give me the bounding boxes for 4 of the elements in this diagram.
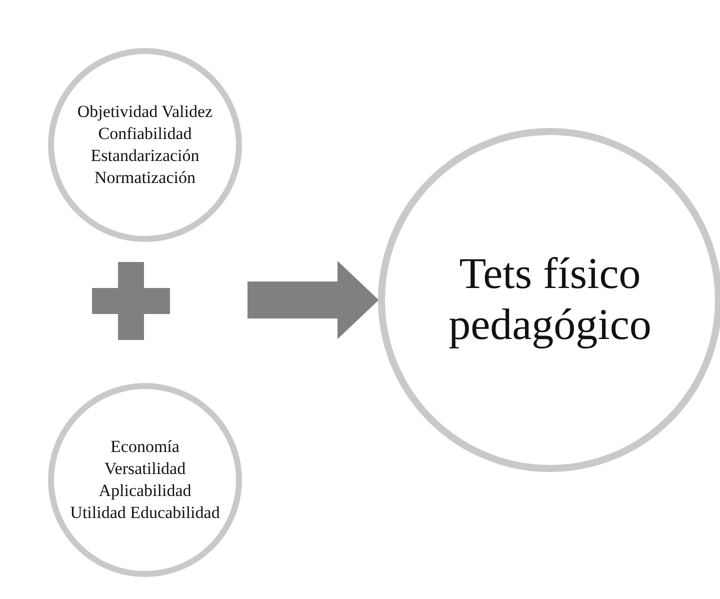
block-arrow xyxy=(248,260,379,340)
circle-text: Economía Versatilidad Aplicabilidad Utilidad Educabilidad xyxy=(70,436,220,524)
circle-text: Tets físico pedagógico xyxy=(448,249,652,351)
circle-text: Objetividad Validez Confiabilidad Estandarización Normatización xyxy=(76,100,214,190)
